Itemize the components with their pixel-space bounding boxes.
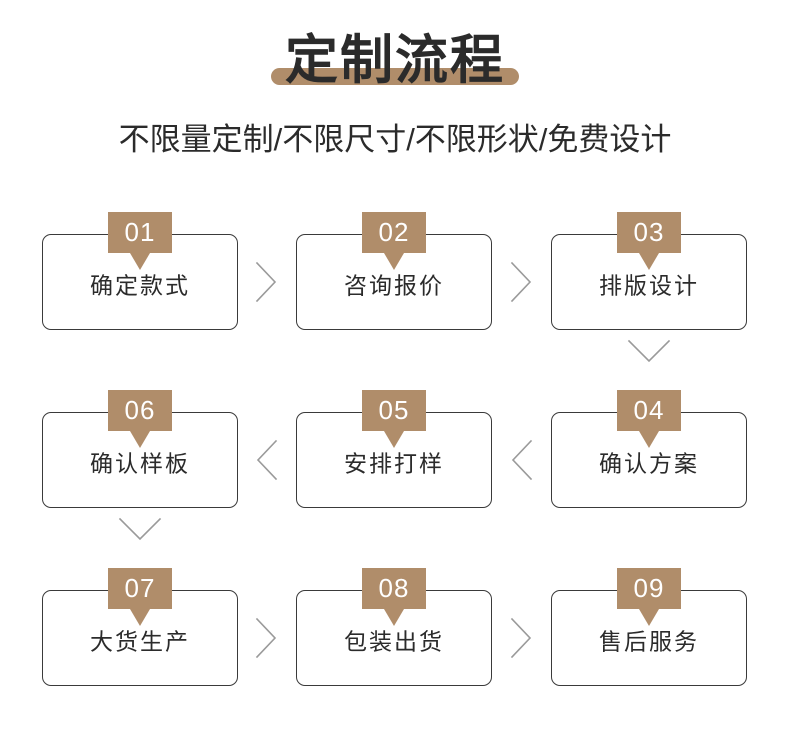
badge-pointer-icon xyxy=(384,431,404,448)
step-number: 02 xyxy=(378,217,410,247)
step-number-badge: 02 xyxy=(362,212,426,270)
flow-row-2: 06 确认样板 05 安排打样 04 xyxy=(0,390,790,541)
badge-pointer-icon xyxy=(384,609,404,626)
badge-pointer-icon xyxy=(639,609,659,626)
step-label: 安排打样 xyxy=(344,450,444,477)
flow-step-03[interactable]: 03 排版设计 xyxy=(551,212,747,330)
step-box xyxy=(42,234,238,330)
page-header: 定制流程 不限量定制/不限尺寸/不限形状/免费设计 xyxy=(0,0,790,159)
step-label: 大货生产 xyxy=(90,628,190,655)
step-label: 售后服务 xyxy=(599,628,699,655)
step-label: 包装出货 xyxy=(344,628,444,655)
flow-row-1: 01 确定款式 02 咨询报价 03 xyxy=(0,212,790,363)
chevron-left-icon xyxy=(507,437,537,483)
step-number: 03 xyxy=(633,217,665,247)
chevron-down-icon xyxy=(625,336,673,366)
step-number-badge: 05 xyxy=(362,390,426,448)
badge-pointer-icon xyxy=(384,253,404,270)
badge-pointer-icon xyxy=(639,431,659,448)
page-title-text: 定制流程 xyxy=(285,31,505,90)
flow-step-01[interactable]: 01 确定款式 xyxy=(42,212,238,330)
step-label: 确认样板 xyxy=(90,450,190,477)
chevron-right-icon xyxy=(506,615,536,661)
step-number-badge: 06 xyxy=(108,390,172,448)
step-label: 确定款式 xyxy=(90,272,190,299)
chevron-right-icon xyxy=(251,259,281,305)
badge-pointer-icon xyxy=(130,253,150,270)
flow-step-02[interactable]: 02 咨询报价 xyxy=(296,212,492,330)
chevron-right-icon xyxy=(251,615,281,661)
badge-pointer-icon xyxy=(639,253,659,270)
step-number: 06 xyxy=(124,395,156,425)
process-flow: 01 确定款式 02 咨询报价 03 xyxy=(0,212,790,690)
chevron-down-icon xyxy=(116,514,164,544)
flow-step-05[interactable]: 05 安排打样 xyxy=(296,390,492,508)
flow-step-06[interactable]: 06 确认样板 xyxy=(42,390,238,508)
step-number: 04 xyxy=(633,395,665,425)
badge-pointer-icon xyxy=(130,431,150,448)
page-subtitle: 不限量定制/不限尺寸/不限形状/免费设计 xyxy=(118,122,672,157)
step-number-badge: 01 xyxy=(108,212,172,270)
step-label: 排版设计 xyxy=(599,272,699,299)
flow-step-04[interactable]: 04 确认方案 xyxy=(551,390,747,508)
chevron-left-icon xyxy=(252,437,282,483)
page-title: 定制流程 xyxy=(271,31,519,90)
step-number: 07 xyxy=(124,573,156,603)
flow-step-07[interactable]: 07 大货生产 xyxy=(42,568,238,686)
badge-pointer-icon xyxy=(130,609,150,626)
flow-step-09[interactable]: 09 售后服务 xyxy=(551,568,747,686)
flow-row-3: 07 大货生产 08 包装出货 09 xyxy=(0,568,790,690)
step-number-badge: 08 xyxy=(362,568,426,626)
step-number: 08 xyxy=(378,573,410,603)
step-number: 05 xyxy=(378,395,410,425)
step-number: 09 xyxy=(633,573,665,603)
step-number: 01 xyxy=(124,217,156,247)
flow-step-08[interactable]: 08 包装出货 xyxy=(296,568,492,686)
title-underline-bar xyxy=(271,68,519,85)
step-number-badge: 09 xyxy=(617,568,681,626)
step-number-badge: 03 xyxy=(617,212,681,270)
step-number-badge: 07 xyxy=(108,568,172,626)
step-number-badge: 04 xyxy=(617,390,681,448)
step-label: 咨询报价 xyxy=(344,272,444,299)
chevron-right-icon xyxy=(506,259,536,305)
step-label: 确认方案 xyxy=(599,450,699,477)
